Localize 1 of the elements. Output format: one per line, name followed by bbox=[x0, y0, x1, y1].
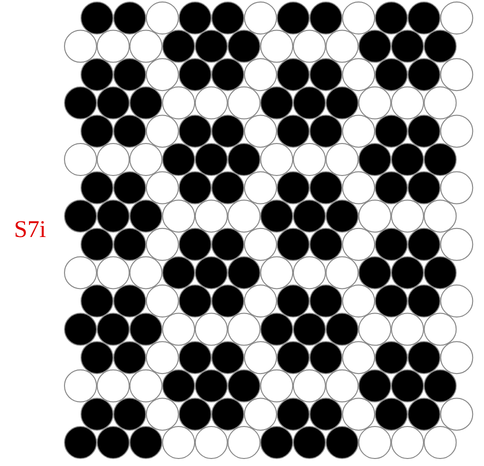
pattern-label: S7i bbox=[14, 216, 46, 244]
